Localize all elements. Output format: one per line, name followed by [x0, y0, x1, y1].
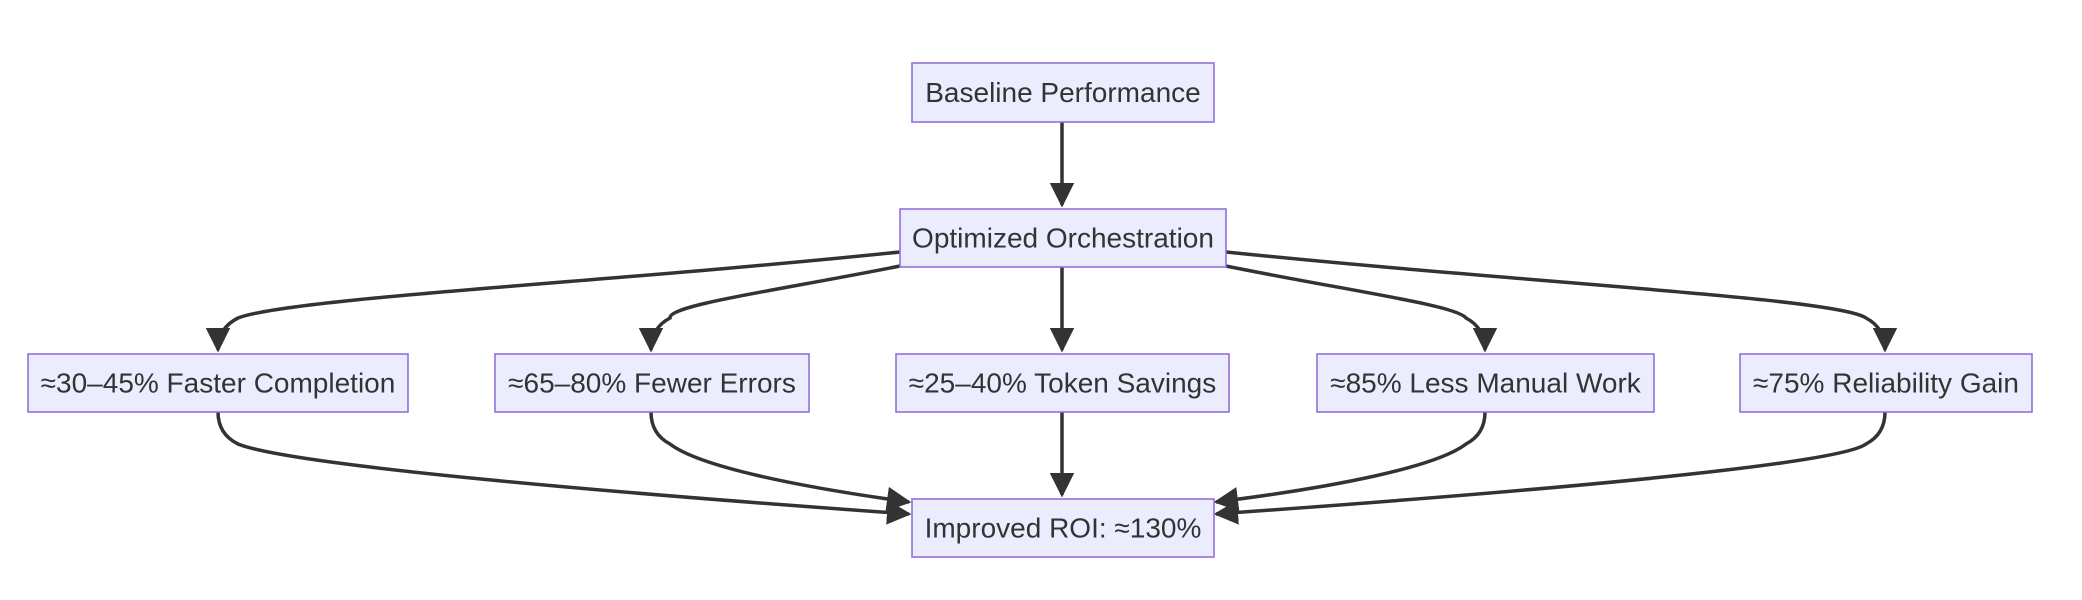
edge-orchestration-to-reliability — [1225, 250, 1898, 353]
edge-orchestration-to-manual — [1225, 264, 1498, 353]
node-reliability-gain: ≈75% Reliability Gain — [1739, 353, 2033, 413]
node-label: Baseline Performance — [925, 77, 1200, 108]
node-improved-roi: Improved ROI: ≈130% — [911, 498, 1215, 558]
node-faster-completion: ≈30–45% Faster Completion — [27, 353, 409, 413]
node-box — [1739, 353, 2033, 413]
nodes: Baseline Performance Optimized Orchestra… — [27, 62, 2033, 558]
node-label: Optimized Orchestration — [912, 223, 1214, 254]
node-less-manual-work: ≈85% Less Manual Work — [1316, 353, 1655, 413]
node-box — [911, 498, 1215, 558]
edge-manual-to-roi — [1213, 411, 1487, 512]
edge-errors-to-roi — [649, 411, 912, 512]
node-box — [895, 353, 1230, 413]
node-fewer-errors: ≈65–80% Fewer Errors — [494, 353, 810, 413]
node-box — [899, 208, 1227, 268]
node-label: ≈75% Reliability Gain — [1753, 368, 2019, 399]
node-box — [1316, 353, 1655, 413]
edges — [205, 122, 1898, 525]
edge-reliability-to-roi — [1213, 411, 1887, 525]
edge-faster-to-roi — [216, 411, 912, 525]
edge-orchestration-to-faster — [205, 250, 901, 353]
node-box — [27, 353, 409, 413]
node-label: ≈25–40% Token Savings — [909, 368, 1217, 399]
edge-orchestration-to-errors — [638, 264, 901, 353]
node-baseline-performance: Baseline Performance — [911, 62, 1215, 123]
node-label: ≈65–80% Fewer Errors — [508, 368, 796, 399]
node-box — [911, 62, 1215, 123]
node-optimized-orchestration: Optimized Orchestration — [899, 208, 1227, 268]
node-box — [494, 353, 810, 413]
node-label: Improved ROI: ≈130% — [925, 513, 1202, 544]
node-label: ≈30–45% Faster Completion — [41, 368, 396, 399]
node-token-savings: ≈25–40% Token Savings — [895, 353, 1230, 413]
node-label: ≈85% Less Manual Work — [1330, 368, 1642, 399]
